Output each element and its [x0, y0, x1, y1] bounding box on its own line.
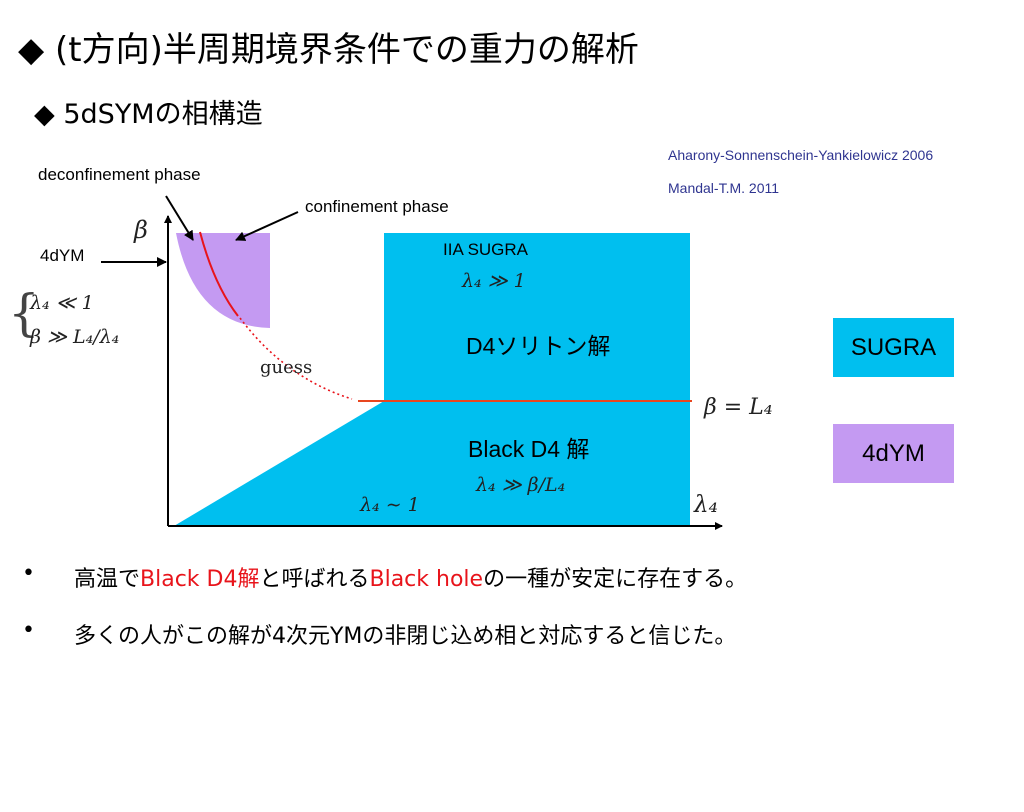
guess-label: guess: [260, 357, 313, 378]
subtitle-text: 5dSYMの相構造: [63, 99, 263, 130]
lower-condition: λ₄ ∼ 1: [360, 494, 420, 516]
4dym-label: 4dYM: [40, 246, 85, 265]
bullet-marker: •: [22, 618, 35, 643]
d4-soliton-label: D4ソリトン解: [466, 333, 611, 359]
bullet-2-text: 多くの人がこの解が4次元YMの非閉じ込め相と対応すると信じた。: [74, 624, 737, 649]
bullet-marker: •: [22, 561, 35, 586]
deconfinement-label: deconfinement phase: [38, 165, 201, 184]
black-d4-condition: λ₄ ≫ β/L₄: [476, 474, 566, 496]
title-marker: ◆: [18, 30, 45, 70]
iia-condition: λ₄ ≫ 1: [462, 270, 526, 292]
legend-sugra: SUGRA: [833, 318, 954, 377]
confinement-arrow: [235, 211, 299, 241]
condition-1: λ₄ ≪ 1: [30, 292, 94, 314]
boundary-label: β = L₄: [704, 395, 773, 420]
transition-curve: [199, 231, 239, 317]
black-d4-region: [174, 401, 690, 526]
bullet-1-text-a: 高温で: [74, 567, 141, 592]
axis-x-label: λ₄: [694, 492, 718, 518]
bullet-1-text-b: と呼ばれる: [259, 567, 370, 592]
bullet-1-highlight-a: Black D4解: [140, 567, 260, 592]
sugra-region-upper: [384, 233, 690, 401]
reference-2: Mandal-T.M. 2011: [668, 180, 780, 196]
guess-curve: [239, 317, 353, 400]
black-d4-label: Black D4 解: [468, 436, 590, 462]
title-text: (t方向)半周期境界条件での重力の解析: [54, 30, 639, 70]
legend-sugra-text: SUGRA: [850, 333, 937, 361]
axis-y-label: β: [134, 216, 148, 244]
page-subtitle: ◆ 5dSYMの相構造: [34, 92, 263, 131]
condition-brace: {: [8, 284, 40, 342]
iia-sugra-label: IIA SUGRA: [443, 240, 529, 259]
ym-region: [176, 233, 270, 328]
bullet-1-highlight-b: Black hole: [369, 567, 484, 592]
condition-2: β ≫ L₄/λ₄: [30, 326, 120, 348]
legend-ym: 4dYM: [833, 424, 954, 483]
bullet-1-text-c: の一種が安定に存在する。: [483, 567, 748, 592]
legend-ym-text: 4dYM: [862, 439, 925, 467]
reference-1: Aharony-Sonnenschein-Yankielowicz 2006: [668, 147, 934, 163]
subtitle-marker: ◆: [34, 99, 55, 130]
page-title: ◆ (t方向)半周期境界条件での重力の解析: [18, 22, 639, 71]
deconfinement-arrow: [165, 195, 194, 241]
confinement-label: confinement phase: [305, 197, 449, 216]
